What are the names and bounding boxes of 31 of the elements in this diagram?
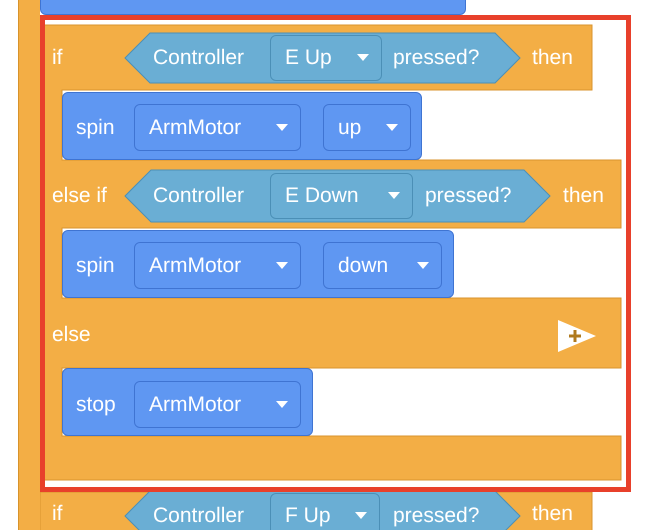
block-label: then bbox=[563, 183, 604, 209]
dropdown-field: ArmMotor bbox=[134, 381, 301, 428]
block-label: spin bbox=[76, 253, 115, 279]
block-label: then bbox=[532, 501, 573, 527]
block-label: pressed? bbox=[393, 45, 480, 71]
stop-block bbox=[62, 368, 313, 436]
dropdown-field: E Up bbox=[270, 35, 382, 81]
block-label: Controller bbox=[153, 183, 244, 209]
block-arm bbox=[18, 0, 40, 530]
dropdown-field: E Down bbox=[270, 173, 413, 219]
block-label: then bbox=[532, 45, 573, 71]
dropdown-field: up bbox=[323, 104, 411, 151]
block-label: Controller bbox=[153, 45, 244, 71]
dropdown-field: F Up bbox=[270, 493, 380, 530]
block-label: spin bbox=[76, 115, 115, 141]
condition-block bbox=[125, 33, 520, 83]
block-label: else if bbox=[52, 183, 107, 209]
block-label: pressed? bbox=[393, 503, 480, 529]
block-label: stop bbox=[76, 392, 116, 418]
dropdown-field: down bbox=[323, 242, 442, 289]
dropdown-field: ArmMotor bbox=[134, 242, 301, 289]
spin-block bbox=[62, 230, 454, 298]
condition-block bbox=[125, 491, 520, 530]
block-label: if bbox=[52, 501, 62, 527]
block-label: if bbox=[52, 45, 62, 71]
condition-block bbox=[125, 170, 550, 222]
dropdown-field: ArmMotor bbox=[134, 104, 301, 151]
block-label: else bbox=[52, 322, 91, 348]
spin-block bbox=[62, 92, 422, 160]
block-label: pressed? bbox=[425, 183, 512, 209]
block-label: Controller bbox=[153, 503, 244, 529]
